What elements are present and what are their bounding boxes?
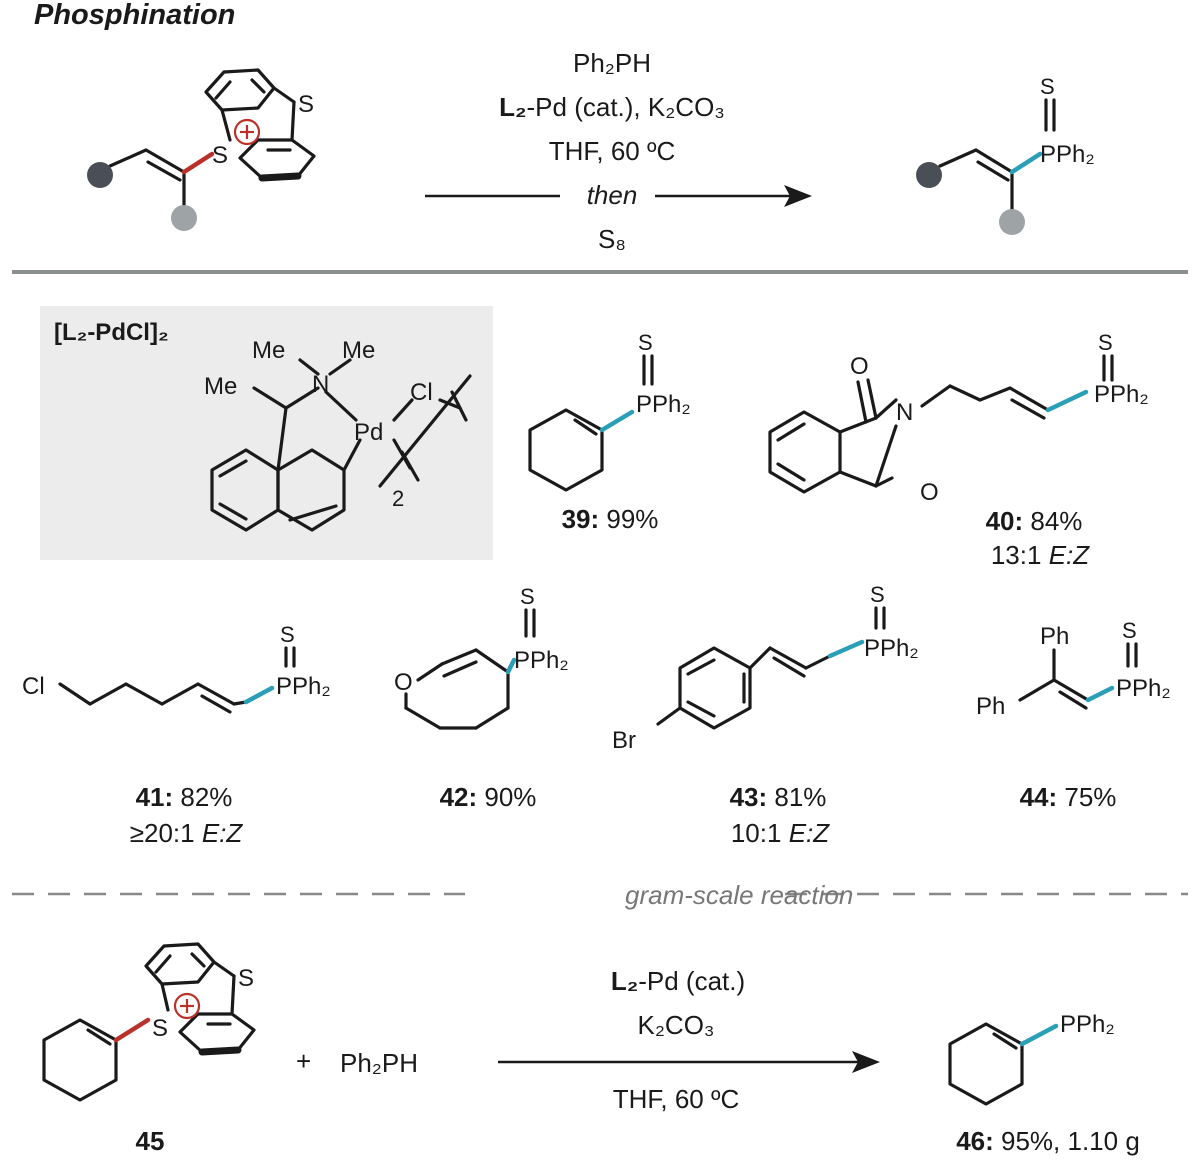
product-sulfur-label: S xyxy=(1040,74,1055,99)
catalyst-methyl-n2: Me xyxy=(342,337,375,364)
compound-46-yield: 46: 95%, 1.10 g xyxy=(956,1126,1140,1156)
catalyst-methyl-left: Me xyxy=(204,373,237,400)
catalyst-dimer-count: 2 xyxy=(392,486,404,511)
general-product xyxy=(938,98,1056,216)
general-starting-material xyxy=(108,68,316,212)
product-41-sulfur: S xyxy=(280,622,295,647)
product-41-yield: 41: 82% xyxy=(136,782,233,812)
substituent-light-circle xyxy=(171,205,197,231)
gram-scale-base: K₂CO₃ xyxy=(637,1010,714,1040)
reagent-label: Ph₂PH xyxy=(573,48,651,78)
product-41-structure xyxy=(58,646,296,714)
gram-scale-reagent: Ph₂PH xyxy=(340,1048,418,1078)
catalyst-conditions-label: L₂-Pd (cat.), K₂CO₃ xyxy=(499,92,725,122)
solvent-temperature-label: THF, 60 ºC xyxy=(549,136,676,166)
product-40-sulfur: S xyxy=(1098,330,1113,355)
scheme-title: Phosphination xyxy=(34,0,235,31)
product-39-structure xyxy=(528,354,654,492)
catalyst-chlorine: Cl xyxy=(410,379,433,406)
product-43-yield: 43: 81% xyxy=(730,782,827,812)
plus-sign: + xyxy=(296,1046,311,1076)
catalyst-methyl-n1: Me xyxy=(252,337,285,364)
compound-45-charge-icon xyxy=(173,992,201,1020)
product-44-phenyl-top: Ph xyxy=(1040,623,1069,650)
product-41-ratio: ≥20:1 E:Z xyxy=(130,818,244,848)
product-39-yield: 39: 99% xyxy=(562,504,659,534)
cs-bond xyxy=(181,151,215,175)
compound-45-structure xyxy=(42,942,256,1102)
compound-46-structure xyxy=(948,1022,1059,1106)
product-40-phosphine: PPh₂ xyxy=(1094,381,1149,408)
product-43-sulfur: S xyxy=(870,582,885,607)
gram-scale-heading: gram-scale reaction xyxy=(625,880,853,910)
product-44-phenyl-left: Ph xyxy=(976,693,1005,720)
product-40-oxygen-top: O xyxy=(850,353,869,380)
product-40-structure xyxy=(768,354,1114,494)
sulfonium-sulfur-label: S xyxy=(212,142,228,169)
product-43-ratio: 10:1 E:Z xyxy=(731,818,830,848)
substituent-dark-circle xyxy=(87,162,113,188)
product-40-ratio: 13:1 E:Z xyxy=(991,540,1090,570)
product-substituent-light-circle xyxy=(999,209,1025,235)
catalyst-palladium: Pd xyxy=(354,419,383,446)
product-44-phosphine: PPh₂ xyxy=(1116,675,1171,702)
product-41-phosphine: PPh₂ xyxy=(276,673,331,700)
compound-45-label: 45 xyxy=(136,1126,165,1156)
product-42-phosphine: PPh₂ xyxy=(514,647,569,674)
sulfur-reagent-label: S₈ xyxy=(598,224,626,254)
product-39-phosphine: PPh₂ xyxy=(636,391,691,418)
cp-bond xyxy=(1009,151,1043,175)
compound-45-sulfonium-sulfur: S xyxy=(152,1015,168,1042)
gram-scale-arrowhead-icon xyxy=(852,1051,880,1073)
product-42-oxygen: O xyxy=(394,669,413,696)
product-44-structure xyxy=(1018,642,1138,710)
product-42-structure xyxy=(404,608,536,730)
product-42-sulfur: S xyxy=(520,584,535,609)
compound-46-phosphine: PPh₂ xyxy=(1060,1011,1115,1038)
product-44-yield: 44: 75% xyxy=(1020,782,1117,812)
product-substituent-dark-circle xyxy=(916,162,942,188)
product-44-sulfur: S xyxy=(1122,618,1137,643)
gram-scale-conditions: THF, 60 ºC xyxy=(613,1084,740,1114)
catalyst-structure xyxy=(210,358,472,532)
product-40-yield: 40: 84% xyxy=(986,506,1083,536)
catalyst-nitrogen: N xyxy=(312,371,329,398)
ring-sulfur-label: S xyxy=(298,91,314,118)
product-41-chlorine: Cl xyxy=(22,673,45,700)
product-40-oxygen-bottom: O xyxy=(920,479,939,506)
product-40-nitrogen: N xyxy=(896,399,913,426)
product-phosphine-label: PPh₂ xyxy=(1040,141,1095,168)
general-arrowhead-icon xyxy=(784,185,812,207)
product-43-structure xyxy=(656,606,886,730)
then-label: then xyxy=(587,180,638,210)
cation-charge-icon xyxy=(233,118,261,146)
catalyst-label: [L₂-PdCl]₂ xyxy=(54,319,169,346)
compound-45-ring-sulfur: S xyxy=(238,965,254,992)
gram-scale-catalyst: L₂-Pd (cat.) xyxy=(611,966,745,996)
product-43-bromine: Br xyxy=(612,727,636,754)
product-43-phosphine: PPh₂ xyxy=(864,635,919,662)
product-39-sulfur: S xyxy=(638,330,653,355)
product-42-yield: 42: 90% xyxy=(440,782,537,812)
